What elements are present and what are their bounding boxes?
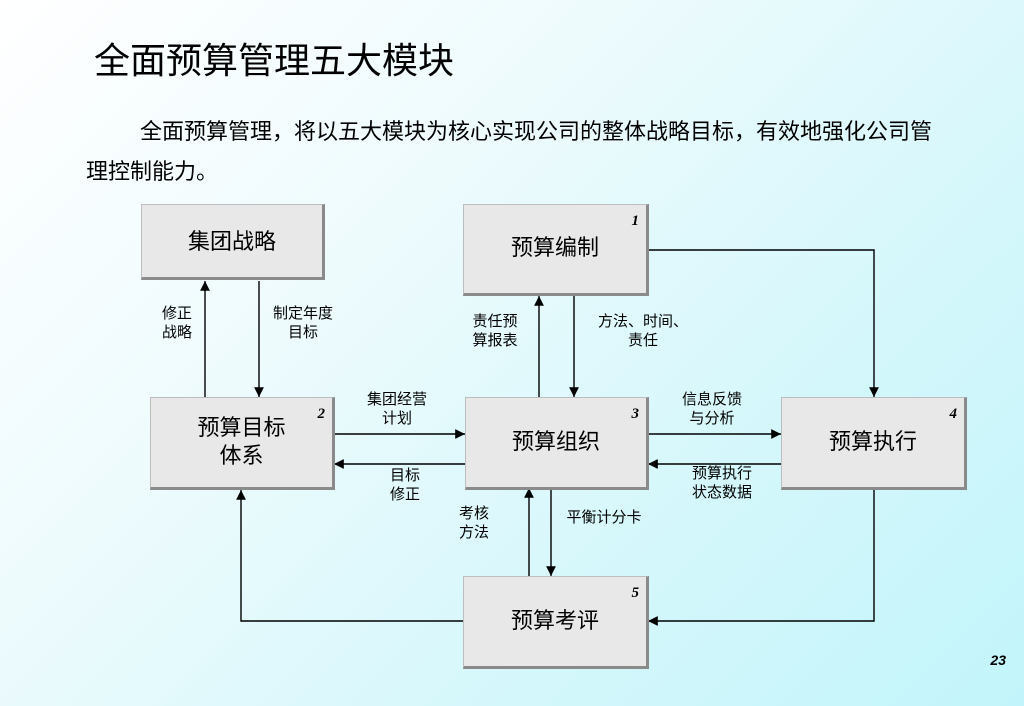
- edge-label-revise-strategy: 修正 战略: [161, 304, 192, 341]
- page-title: 全面预算管理五大模块: [94, 41, 455, 82]
- box-budget-compilation[interactable]: 1 预算编制: [463, 204, 649, 296]
- box-number-3: 3: [631, 406, 640, 422]
- edge-label-group-plan: 集团经营 计划: [366, 390, 427, 427]
- edge-label-responsibility-report: 责任预 算报表: [472, 312, 518, 349]
- box-budget-compilation-label: 预算编制: [510, 236, 599, 261]
- edge-label-target-revision: 目标 修正: [389, 466, 420, 503]
- edge-label-balanced-scorecard: 平衡计分卡: [566, 508, 642, 526]
- arrow-execution-to-evaluation: [648, 490, 875, 626]
- box-number-4: 4: [949, 406, 958, 422]
- box-budget-organization[interactable]: 3 预算组织: [465, 397, 649, 490]
- arrow-evaluation-to-target: [236, 490, 465, 622]
- edge-label-annual-target: 制定年度 目标: [272, 304, 333, 341]
- edge-label-execution-status: 预算执行 状态数据: [691, 464, 752, 501]
- box-budget-execution[interactable]: 4 预算执行: [781, 397, 967, 490]
- box-budget-execution-label: 预算执行: [828, 429, 917, 455]
- box-group-strategy-label: 集团战略: [187, 230, 276, 255]
- box-budget-organization-label: 预算组织: [511, 429, 600, 455]
- edge-label-feedback: 信息反馈 与分析: [681, 390, 742, 427]
- box-number-5: 5: [631, 585, 640, 601]
- box-number-1: 1: [631, 213, 640, 229]
- edge-label-assessment-method: 考核 方法: [458, 504, 489, 541]
- box-number-2: 2: [317, 406, 326, 422]
- intro-paragraph: 全面预算管理，将以五大模块为核心实现公司的整体战略目标，有效地强化公司管理控制能…: [86, 120, 933, 185]
- box-budget-evaluation-label: 预算考评: [510, 608, 599, 634]
- box-budget-target-system[interactable]: 2 预算目标 体系: [150, 397, 335, 490]
- page-number: 23: [990, 652, 1006, 668]
- box-group-strategy[interactable]: 集团战略: [141, 204, 325, 280]
- box-budget-evaluation[interactable]: 5 预算考评: [463, 576, 649, 669]
- arrow-compilation-to-execution: [648, 249, 879, 397]
- box-budget-target-system-label: 预算目标 体系: [197, 415, 286, 469]
- edge-label-method-time: 方法、时间、 责任: [597, 312, 688, 349]
